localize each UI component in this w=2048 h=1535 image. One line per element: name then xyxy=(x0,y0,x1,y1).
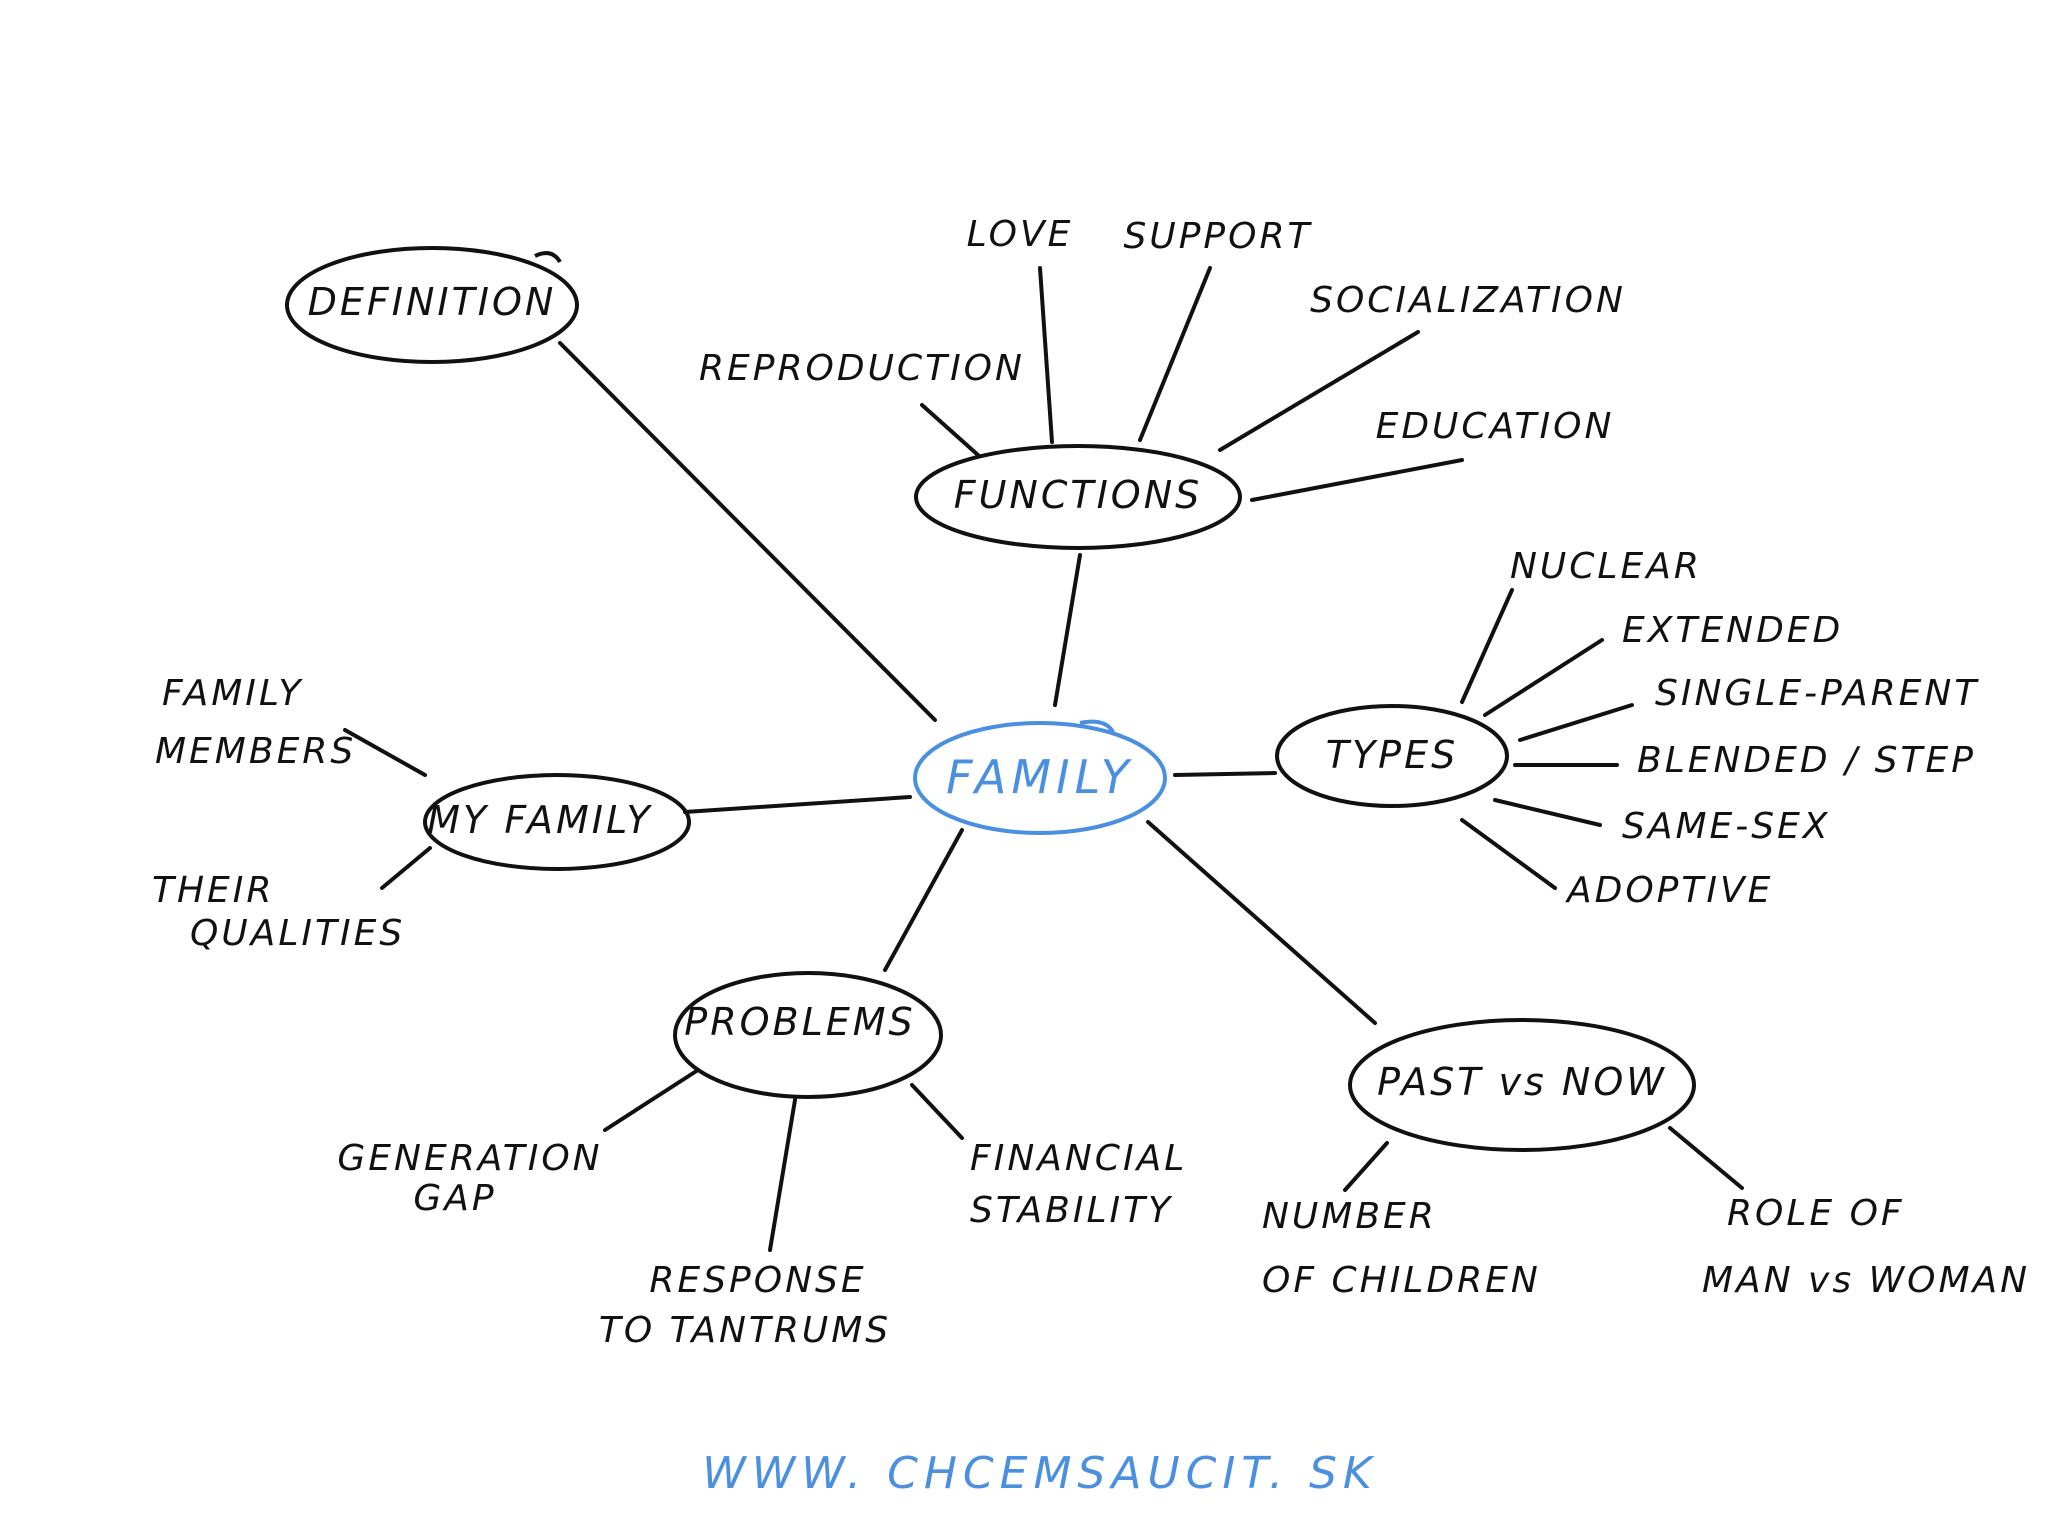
past-now-label: PAST vs NOW xyxy=(1377,1060,1667,1104)
edge-center-functions xyxy=(1053,553,1082,707)
support-label: SUPPORT xyxy=(1124,216,1313,257)
love-label: LOVE xyxy=(967,214,1074,255)
edge-problems-financial xyxy=(910,1083,964,1140)
edge-problems-response xyxy=(768,1098,797,1252)
same-sex-label: SAME-SEX xyxy=(1622,806,1831,847)
generation-gap-label-line1: GENERATION xyxy=(337,1138,602,1179)
edge-functions-reproduction xyxy=(920,403,980,457)
past-now-bubble xyxy=(1348,1018,1696,1152)
definition-bubble-tail xyxy=(534,251,562,264)
response-label-line1: RESPONSE xyxy=(649,1260,866,1301)
my-family-bubble xyxy=(423,773,691,871)
edge-my-family-members xyxy=(343,728,427,777)
definition-label: DEFINITION xyxy=(308,280,557,324)
response-label-line2: TO TANTRUMS xyxy=(599,1310,891,1351)
functions-bubble xyxy=(914,444,1242,550)
extended-label: EXTENDED xyxy=(1622,610,1843,651)
their-qualities-label-line1: THEIR xyxy=(152,870,274,911)
reproduction-label: REPRODUCTION xyxy=(699,348,1025,389)
role-label-line2: MAN vs WOMAN xyxy=(1702,1260,2030,1301)
generation-gap-label-line2: GAP xyxy=(413,1178,496,1219)
edge-types-adoptive xyxy=(1460,818,1557,890)
edge-center-my-family xyxy=(683,795,912,814)
website-url: WWW. CHCEMSAUCIT. SK xyxy=(702,1448,1378,1499)
number-of-children-label-line1: NUMBER xyxy=(1262,1196,1437,1237)
problems-bubble xyxy=(673,971,943,1099)
family-members-label-line1: FAMILY xyxy=(162,673,304,714)
edge-center-types xyxy=(1173,771,1277,777)
single-parent-label: SINGLE-PARENT xyxy=(1655,673,1979,714)
edge-center-past-now xyxy=(1146,820,1377,1025)
edge-functions-socialization xyxy=(1218,330,1420,452)
types-bubble xyxy=(1275,704,1509,808)
family-members-label-line2: MEMBERS xyxy=(155,731,356,772)
edge-types-extended xyxy=(1483,638,1604,717)
functions-label: FUNCTIONS xyxy=(954,473,1203,517)
adoptive-label: ADOPTIVE xyxy=(1565,870,1773,911)
problems-label: PROBLEMS xyxy=(684,1000,915,1044)
number-of-children-label-line2: OF CHILDREN xyxy=(1262,1260,1541,1301)
edge-center-problems xyxy=(883,828,964,972)
blended-step-label: BLENDED / STEP xyxy=(1637,740,1976,781)
role-label-line1: ROLE OF xyxy=(1727,1193,1905,1234)
edge-functions-love xyxy=(1038,266,1054,444)
edge-problems-generation-gap xyxy=(603,1068,700,1132)
financial-label-line2: STABILITY xyxy=(970,1190,1173,1231)
socialization-label: SOCIALIZATION xyxy=(1310,280,1626,321)
education-label: EDUCATION xyxy=(1376,406,1615,447)
edge-types-nuclear xyxy=(1460,588,1514,704)
edge-past-now-children xyxy=(1343,1141,1389,1192)
financial-label-line1: FINANCIAL xyxy=(970,1138,1187,1179)
edge-types-single-parent xyxy=(1518,703,1634,742)
their-qualities-label-line2: QUALITIES xyxy=(190,913,405,954)
nuclear-label: NUCLEAR xyxy=(1510,546,1702,587)
family-center-label: FAMILY xyxy=(946,750,1134,804)
my-family-label: MY FAMILY xyxy=(427,798,652,842)
definition-bubble xyxy=(285,246,579,364)
family-center-bubble-tail xyxy=(1079,719,1115,734)
edge-functions-support xyxy=(1138,266,1212,442)
edge-past-now-role xyxy=(1668,1126,1744,1190)
edge-types-same-sex xyxy=(1493,798,1602,827)
edge-center-definition xyxy=(558,341,937,722)
types-label: TYPES xyxy=(1326,733,1458,777)
edge-my-family-qualities xyxy=(380,846,432,890)
edge-functions-education xyxy=(1250,458,1464,502)
family-center-bubble xyxy=(913,721,1167,835)
